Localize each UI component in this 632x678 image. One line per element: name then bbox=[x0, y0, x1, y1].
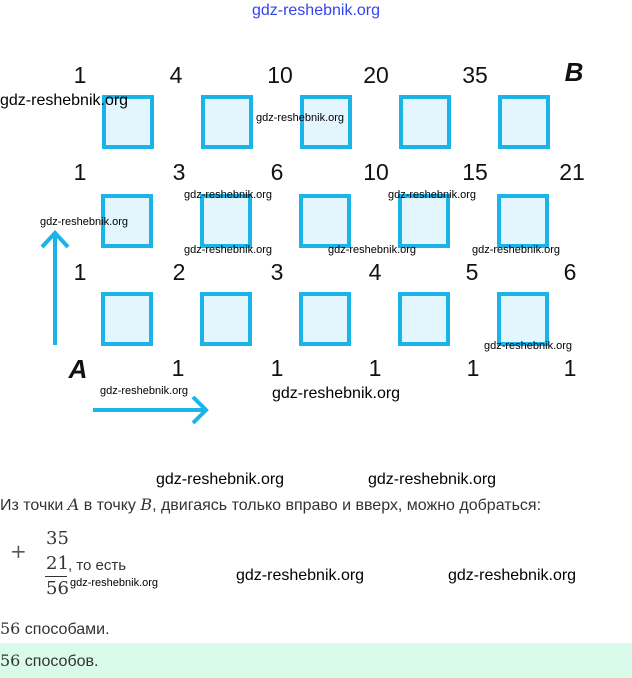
watermark: gdz-reshebnik.org bbox=[236, 567, 365, 584]
node-count: 6 bbox=[270, 159, 284, 185]
solution-statement: Из точки A в точку B, двигаясь только вп… bbox=[0, 495, 541, 516]
grid-square bbox=[498, 95, 550, 149]
text: в точку bbox=[79, 497, 141, 514]
node-count: 20 bbox=[363, 62, 389, 88]
grid-square bbox=[299, 194, 351, 248]
addend: 35 bbox=[46, 528, 69, 549]
point-a: A bbox=[67, 495, 80, 514]
watermark: gdz-reshebnik.org bbox=[388, 189, 477, 201]
watermark: gdz-reshebnik.org bbox=[184, 189, 273, 201]
header-watermark: gdz-reshebnik.org bbox=[251, 2, 381, 19]
node-count: 1 bbox=[73, 62, 87, 88]
point-a-label: A bbox=[68, 354, 88, 384]
grid-square bbox=[497, 292, 549, 346]
node-count: 1 bbox=[466, 355, 480, 381]
answer-box: 56 способов. bbox=[0, 643, 632, 678]
answer-number: 56 bbox=[0, 651, 21, 670]
grid-square bbox=[398, 292, 450, 346]
watermark: gdz-reshebnik.org bbox=[448, 567, 577, 584]
sum-line bbox=[45, 576, 67, 577]
text: Из точки bbox=[0, 497, 68, 514]
watermark: gdz-reshebnik.org bbox=[484, 340, 573, 352]
grid-square bbox=[200, 292, 252, 346]
node-count: 1 bbox=[73, 259, 87, 285]
plus-sign: + bbox=[10, 539, 27, 563]
watermark: gdz-reshebnik.org bbox=[156, 471, 285, 488]
node-count: 1 bbox=[563, 355, 577, 381]
node-count: 10 bbox=[267, 62, 293, 88]
watermark: gdz-reshebnik.org bbox=[272, 385, 401, 402]
watermark: gdz-reshebnik.org bbox=[368, 471, 497, 488]
watermark: gdz-reshebnik.org bbox=[184, 244, 273, 256]
grid-square bbox=[101, 194, 153, 248]
grid-square bbox=[300, 95, 352, 149]
grid-square bbox=[497, 194, 549, 248]
grid-square bbox=[102, 95, 154, 149]
node-count: 15 bbox=[462, 159, 488, 185]
node-count: 10 bbox=[363, 159, 389, 185]
point-b-label: B bbox=[564, 57, 584, 87]
node-count: 1 bbox=[368, 355, 382, 381]
text: способами. bbox=[20, 621, 110, 638]
addend: 21 bbox=[46, 553, 69, 574]
grid-square bbox=[201, 95, 253, 149]
node-count: 35 bbox=[462, 62, 488, 88]
direction-arrows bbox=[40, 230, 209, 425]
point-b: B bbox=[140, 495, 153, 514]
watermark: gdz-reshebnik.org bbox=[256, 112, 345, 124]
node-count: 21 bbox=[559, 159, 585, 185]
watermark: gdz-reshebnik.org bbox=[0, 92, 129, 109]
grid-square bbox=[101, 292, 153, 346]
that-is-text: , то есть bbox=[68, 557, 127, 574]
node-count: 2 bbox=[172, 259, 186, 285]
grid-square bbox=[399, 95, 451, 149]
node-count: 1 bbox=[171, 355, 185, 381]
watermark: gdz-reshebnik.org bbox=[40, 216, 129, 228]
watermark: gdz-reshebnik.org bbox=[328, 244, 417, 256]
node-count: 5 bbox=[465, 259, 479, 285]
node-count: 3 bbox=[270, 259, 284, 285]
node-count: 4 bbox=[368, 259, 382, 285]
grid-square bbox=[200, 194, 252, 248]
text: , двигаясь только вправо и вверх, можно … bbox=[152, 497, 542, 514]
grid-square bbox=[299, 292, 351, 346]
node-count: 1 bbox=[73, 159, 87, 185]
node-count: 3 bbox=[172, 159, 186, 185]
watermark: gdz-reshebnik.org bbox=[472, 244, 561, 256]
node-count: 6 bbox=[563, 259, 577, 285]
result-number: 56 bbox=[0, 619, 21, 638]
node-count: 1 bbox=[270, 355, 284, 381]
result-line: 56 способами. bbox=[0, 619, 110, 640]
sum: 56 bbox=[46, 578, 69, 599]
text: способов. bbox=[20, 653, 99, 670]
watermark: gdz-reshebnik.org bbox=[70, 577, 159, 589]
watermark: gdz-reshebnik.org bbox=[100, 385, 189, 397]
arrow-right-icon bbox=[93, 395, 209, 425]
grid-square bbox=[398, 194, 450, 248]
answer-text: 56 способов. bbox=[0, 651, 98, 672]
arrow-up-icon bbox=[40, 230, 70, 345]
node-count: 4 bbox=[169, 62, 183, 88]
